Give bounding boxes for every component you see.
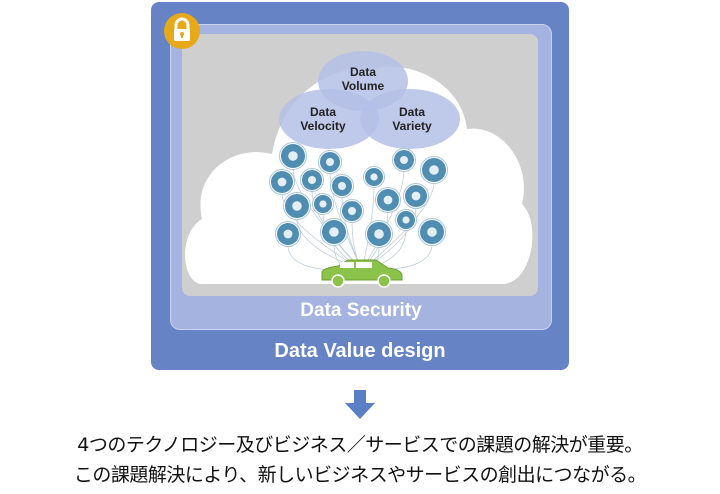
venn-volume-line2: Volume (342, 79, 385, 93)
microphone-icon (320, 218, 348, 246)
seat-icon (403, 183, 429, 209)
car-top-icon (318, 150, 342, 174)
leaf-icon (330, 174, 354, 198)
device-icons (269, 142, 448, 248)
lock-icon (395, 209, 417, 231)
venn-velocity-line2: Velocity (300, 119, 346, 133)
cloud-icon (392, 148, 416, 172)
venn-variety-line2: Variety (392, 119, 432, 133)
fan-icon (275, 221, 301, 247)
venn-volume-line1: Data (350, 65, 376, 79)
speedometer-icon (300, 168, 324, 192)
airbag-icon (312, 193, 334, 215)
battery-icon (269, 169, 295, 195)
connection-line (281, 192, 363, 271)
cloud-diagram: Data Volume Data Velocity Data Variety (185, 51, 533, 288)
person-icon (375, 187, 401, 213)
smartphone-icon (340, 199, 364, 223)
more-icon (365, 220, 393, 248)
caption-line-1: 4つのテクノロジー及びビジネス／サービスでの課題の解決が重要。 (77, 434, 643, 456)
data-value-design-label: Data Value design (274, 340, 446, 362)
car-side-icon (420, 156, 448, 184)
wiper-icon (418, 218, 446, 246)
car-repair-icon (283, 192, 311, 220)
down-arrow-icon (343, 390, 377, 425)
venn-velocity-line1: Data (310, 105, 336, 119)
venn-velocity (279, 89, 379, 149)
venn-variety-line1: Data (399, 105, 425, 119)
data-security-label: Data Security (300, 300, 422, 321)
wifi-icon (363, 166, 385, 188)
lock-icon (164, 13, 200, 49)
caption-line-2: この課題解決により、新しいビジネスやサービスの創出につながる。 (73, 464, 647, 486)
car-icon (321, 259, 403, 288)
venn-diagram: Data Volume Data Velocity Data Variety (279, 51, 460, 149)
cloud-panel: Data Volume Data Velocity Data Variety (182, 34, 538, 296)
connection-line (329, 171, 363, 271)
venn-variety (360, 89, 460, 149)
fuel-pump-icon (279, 142, 307, 170)
